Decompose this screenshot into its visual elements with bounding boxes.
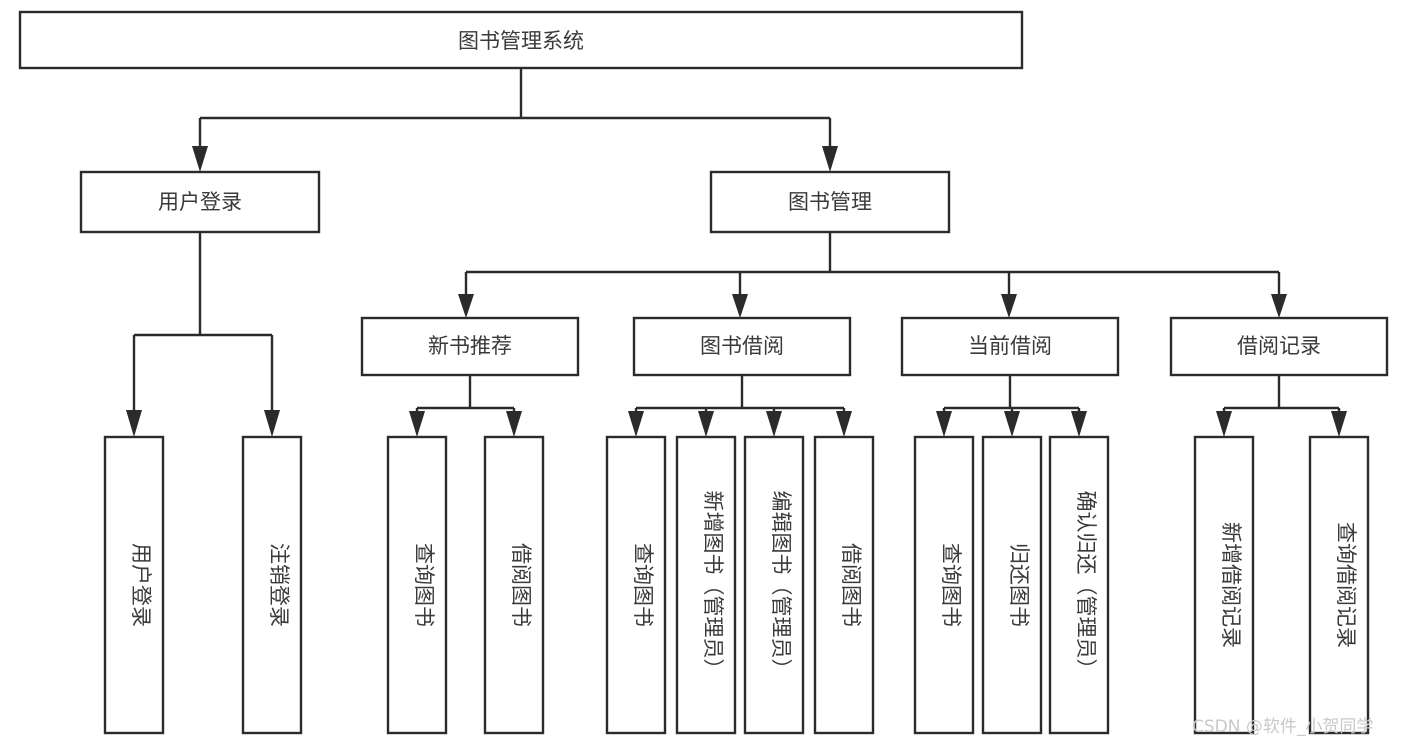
connector-borrow-record-to-leaves	[1222, 375, 1341, 414]
arrowhead-leaf-return-book	[1004, 411, 1020, 437]
leaf-borrow-book-box[interactable]	[813, 435, 875, 735]
node-book-borrow-box[interactable]	[632, 316, 852, 377]
node-book-borrow-label: 图书借阅	[700, 334, 784, 358]
leaf-query-book-borrow-label: 查询图书	[631, 543, 655, 627]
node-user-login-box[interactable]	[79, 170, 321, 234]
leaf-add-book[interactable]: 新增图书（管理员）	[675, 435, 737, 735]
arrowhead-leaf-confirm-return	[1071, 411, 1087, 437]
arrowhead-leaf-query-book-2	[628, 411, 644, 437]
leaf-query-book-borrow-box[interactable]	[605, 435, 667, 735]
leaf-edit-book[interactable]: 编辑图书（管理员）	[743, 435, 805, 735]
arrowhead-book-borrow	[732, 294, 748, 318]
leaf-query-book-current[interactable]: 查询图书	[913, 435, 975, 735]
leaf-return-book-box[interactable]	[981, 435, 1043, 735]
connector-layer	[126, 68, 1347, 437]
arrowhead-borrow-record	[1271, 294, 1287, 318]
leaf-return-book-label: 归还图书	[1007, 543, 1031, 627]
node-root-system-box[interactable]	[18, 10, 1024, 70]
leaf-logout-label: 注销登录	[267, 543, 291, 627]
arrowhead-leaf-query-record	[1331, 411, 1347, 437]
leaf-query-book-recommend-label: 查询图书	[412, 543, 436, 627]
leaf-user-login-label: 用户登录	[129, 543, 153, 627]
node-book-manage-box[interactable]	[709, 170, 951, 234]
leaf-query-book-current-box[interactable]	[913, 435, 975, 735]
connector-book-manage-to-level2	[464, 232, 1281, 296]
leaf-edit-book-box[interactable]	[743, 435, 805, 735]
leaf-add-borrow-record-label: 新增借阅记录	[1219, 522, 1243, 648]
node-borrow-record-box[interactable]	[1169, 316, 1389, 377]
leaf-logout-box[interactable]	[241, 435, 303, 735]
leaf-user-login-box[interactable]	[103, 435, 165, 735]
arrowhead-leaf-query-book-3	[936, 411, 952, 437]
leaf-add-book-box[interactable]	[675, 435, 737, 735]
arrowhead-user-login	[192, 146, 208, 172]
leaf-confirm-return-label: 确认归还（管理员）	[1074, 491, 1098, 680]
node-book-borrow[interactable]: 图书借阅	[632, 316, 852, 377]
leaf-confirm-return[interactable]: 确认归还（管理员）	[1048, 435, 1110, 735]
node-borrow-record-label: 借阅记录	[1237, 334, 1321, 358]
node-book-manage-label: 图书管理	[788, 190, 872, 214]
connector-book-borrow-to-leaves	[634, 375, 846, 414]
leaf-query-borrow-record-label: 查询借阅记录	[1334, 522, 1358, 648]
leaf-borrow-book-recommend[interactable]: 借阅图书	[483, 435, 545, 735]
connector-root-to-level1	[198, 68, 832, 146]
leaf-borrow-book-recommend-label: 借阅图书	[509, 543, 533, 627]
leaf-query-borrow-record[interactable]: 查询借阅记录	[1308, 435, 1370, 735]
leaf-query-book-recommend-box[interactable]	[386, 435, 448, 735]
arrowhead-leaf-borrow-book-1	[506, 411, 522, 437]
leaf-borrow-book-label: 借阅图书	[839, 543, 863, 627]
node-book-manage[interactable]: 图书管理	[709, 170, 951, 234]
arrowhead-leaf-add-book	[698, 411, 714, 437]
leaf-query-borrow-record-box[interactable]	[1308, 435, 1370, 735]
leaf-logout[interactable]: 注销登录	[241, 435, 303, 735]
leaf-query-book-recommend[interactable]: 查询图书	[386, 435, 448, 735]
arrowhead-book-manage	[822, 146, 838, 172]
node-new-book-recommend[interactable]: 新书推荐	[360, 316, 580, 377]
node-new-book-recommend-box[interactable]	[360, 316, 580, 377]
arrowhead-leaf-borrow-book-2	[836, 411, 852, 437]
connector-current-borrow-to-leaves	[942, 375, 1081, 414]
arrowhead-leaf-query-book-1	[409, 411, 425, 437]
leaf-confirm-return-box[interactable]	[1048, 435, 1110, 735]
leaf-edit-book-label: 编辑图书（管理员）	[769, 491, 793, 680]
csdn-watermark: CSDN @软件_小贺同学	[1192, 717, 1373, 737]
leaf-borrow-book[interactable]: 借阅图书	[813, 435, 875, 735]
connector-user-login-to-leaves	[132, 232, 274, 412]
leaf-add-borrow-record[interactable]: 新增借阅记录	[1193, 435, 1255, 735]
arrowhead-leaf-user-login	[126, 410, 142, 437]
node-current-borrow-box[interactable]	[900, 316, 1120, 377]
arrowhead-new-book-recommend	[458, 294, 474, 318]
leaf-query-book-borrow[interactable]: 查询图书	[605, 435, 667, 735]
leaf-add-borrow-record-box[interactable]	[1193, 435, 1255, 735]
node-current-borrow[interactable]: 当前借阅	[900, 316, 1120, 377]
node-borrow-record[interactable]: 借阅记录	[1169, 316, 1389, 377]
leaf-add-book-label: 新增图书（管理员）	[701, 491, 725, 680]
connector-new-book-to-leaves	[415, 375, 516, 414]
node-root-system-label: 图书管理系统	[458, 29, 584, 53]
node-user-login-label: 用户登录	[158, 190, 242, 214]
arrowhead-leaf-add-record	[1216, 411, 1232, 437]
arrowhead-leaf-logout	[264, 410, 280, 437]
leaf-borrow-book-recommend-box[interactable]	[483, 435, 545, 735]
node-root-system[interactable]: 图书管理系统	[18, 10, 1024, 70]
arrowhead-current-borrow	[1001, 294, 1017, 318]
leaf-return-book[interactable]: 归还图书	[981, 435, 1043, 735]
node-user-login[interactable]: 用户登录	[79, 170, 321, 234]
node-new-book-recommend-label: 新书推荐	[428, 334, 512, 358]
leaf-user-login[interactable]: 用户登录	[103, 435, 165, 735]
leaf-query-book-current-label: 查询图书	[939, 543, 963, 627]
node-current-borrow-label: 当前借阅	[968, 334, 1052, 358]
arrowhead-leaf-edit-book	[766, 411, 782, 437]
